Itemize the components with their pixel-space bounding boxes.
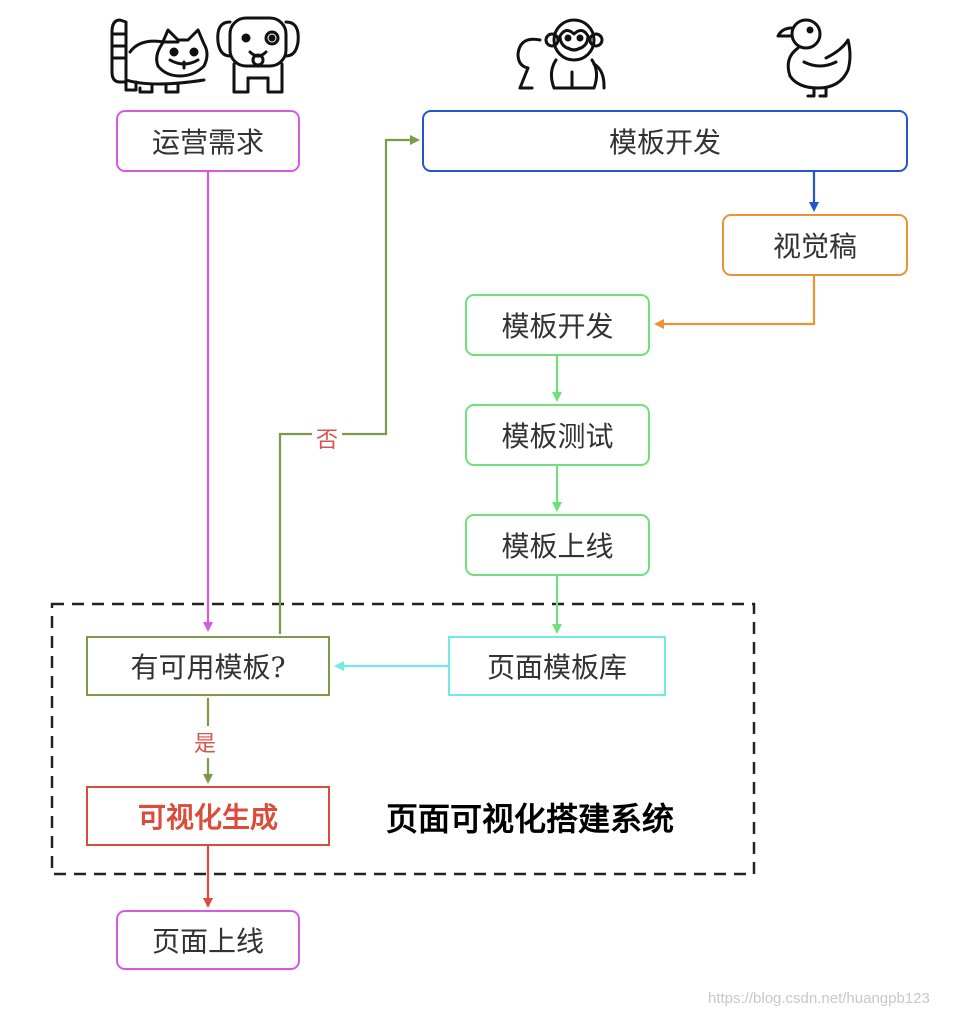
node-template-online: 模板上线 [465, 514, 650, 576]
node-visual-draft: 视觉稿 [722, 214, 908, 276]
node-template-test-label: 模板测试 [501, 420, 614, 453]
node-template-test: 模板测试 [465, 404, 650, 466]
node-template-online-label: 模板上线 [501, 530, 614, 563]
node-visual-draft-label: 视觉稿 [772, 230, 857, 263]
system-label: 页面可视化搭建系统 [386, 800, 675, 838]
node-template-dev-label: 模板开发 [501, 310, 614, 343]
node-template-dev-main-label: 模板开发 [608, 126, 721, 159]
node-template-dev-main: 模板开发 [422, 110, 908, 172]
node-page-online: 页面上线 [116, 910, 300, 970]
duck-icon [776, 18, 852, 98]
system-boundary [50, 602, 756, 876]
dog-icon [216, 16, 300, 94]
node-visual-generate-label: 可视化生成 [137, 801, 278, 834]
node-has-template: 有可用模板? [86, 636, 330, 696]
node-page-template-library: 页面模板库 [448, 636, 666, 696]
node-ops-requirement: 运营需求 [116, 110, 300, 172]
node-page-online-label: 页面上线 [151, 925, 264, 958]
raccoon-icon [110, 18, 209, 94]
edge-no-branch [278, 135, 420, 634]
node-has-template-label: 有可用模板? [130, 651, 286, 684]
edge-label-yes: 是 [190, 726, 221, 758]
node-page-template-library-label: 页面模板库 [486, 651, 627, 684]
node-visual-generate: 可视化生成 [86, 786, 330, 846]
monkey-icon [516, 18, 606, 90]
edge-visual-to-dev [654, 276, 816, 329]
node-ops-requirement-label: 运营需求 [151, 126, 264, 159]
edge-label-no: 否 [312, 422, 343, 454]
node-template-dev: 模板开发 [465, 294, 650, 356]
watermark: https://blog.csdn.net/huangpb123 [708, 990, 930, 1007]
